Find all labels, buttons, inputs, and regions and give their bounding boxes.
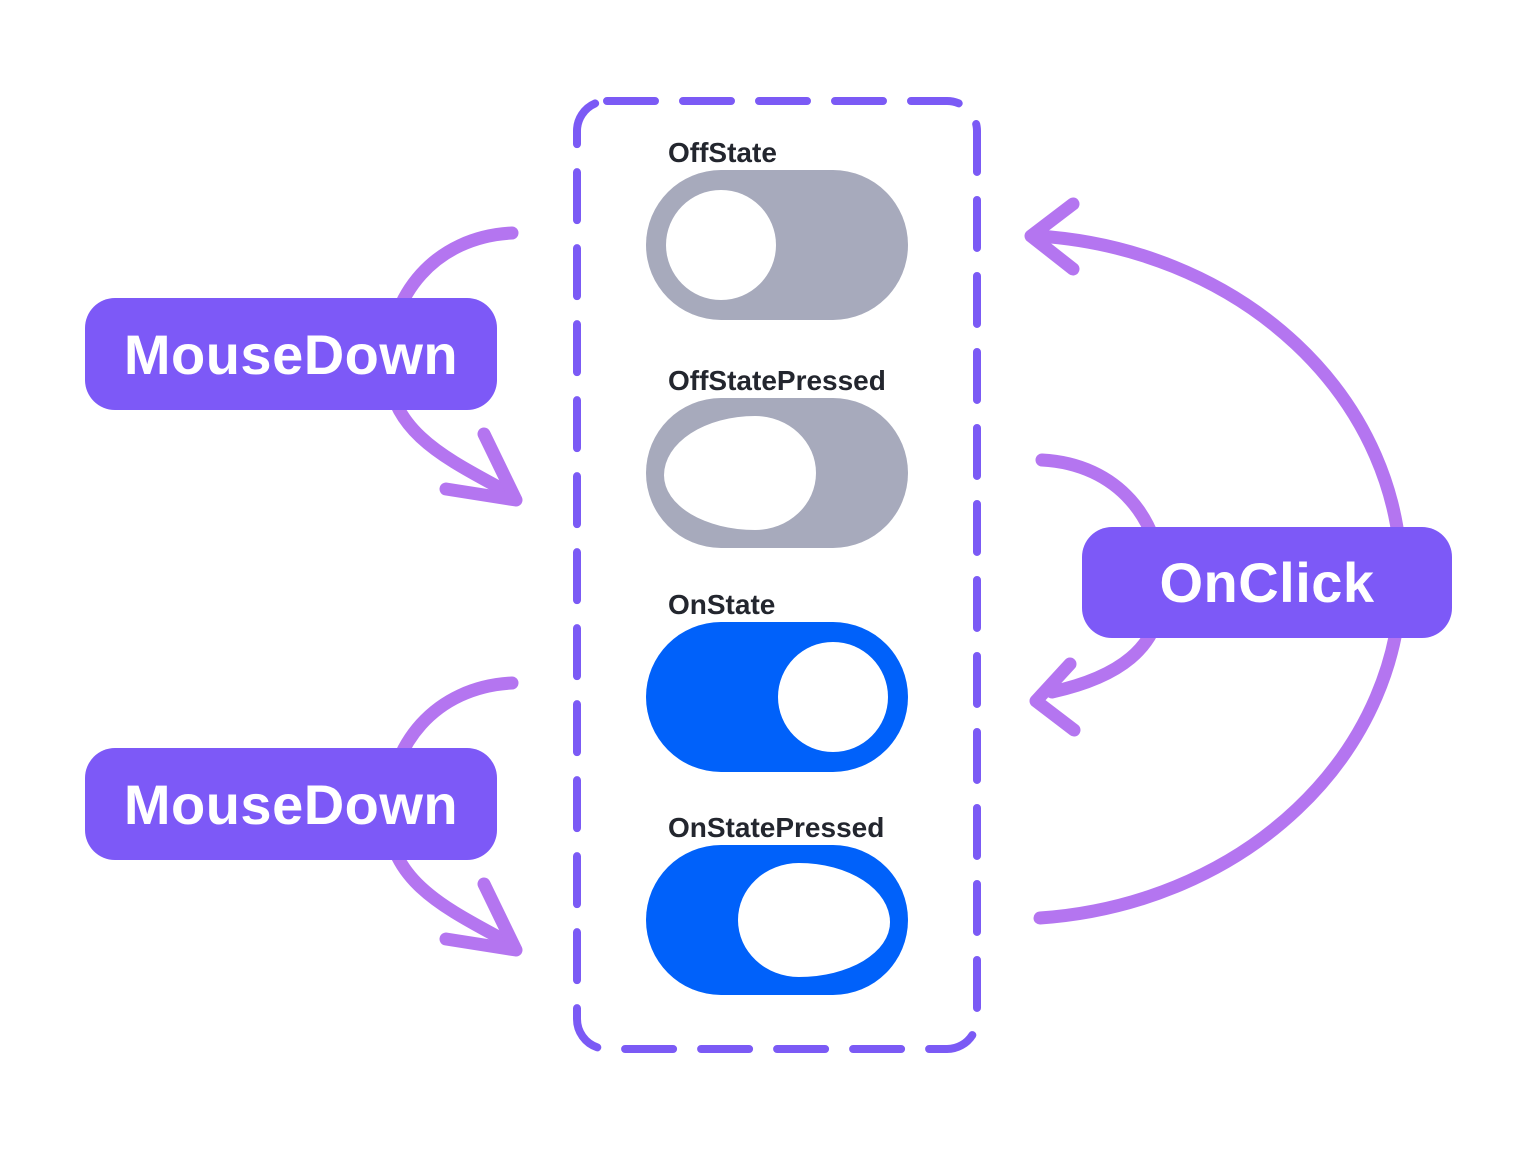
arrowhead-icon bbox=[439, 427, 523, 507]
state-offstatepressed: OffStatePressed bbox=[646, 364, 908, 548]
toggle-knob bbox=[666, 190, 776, 300]
state-label: OffStatePressed bbox=[668, 365, 886, 396]
state-onstate: OnState bbox=[646, 588, 908, 772]
arrowhead-icon bbox=[1024, 197, 1080, 276]
event-label-mousedown-top: MouseDown bbox=[85, 298, 497, 410]
state-label: OffState bbox=[668, 137, 777, 168]
event-label-text: MouseDown bbox=[123, 322, 459, 386]
arrowhead-icon bbox=[1029, 657, 1081, 737]
toggle-onstate[interactable] bbox=[646, 622, 908, 772]
states-group-dashed-border bbox=[573, 97, 981, 1053]
event-label-text: MouseDown bbox=[123, 772, 459, 836]
state-label: OnState bbox=[668, 589, 776, 620]
toggle-onstatepressed[interactable] bbox=[646, 845, 908, 995]
toggle-knob bbox=[778, 642, 888, 752]
toggle-knob-pressed bbox=[664, 416, 816, 530]
event-label-onclick: OnClick bbox=[1082, 527, 1452, 638]
toggle-knob-pressed bbox=[738, 863, 890, 977]
state-offstate: OffState bbox=[646, 136, 908, 320]
arrowhead-icon bbox=[439, 877, 523, 957]
event-label-text: OnClick bbox=[1159, 551, 1375, 614]
state-onstatepressed: OnStatePressed bbox=[646, 811, 908, 995]
event-label-mousedown-bottom: MouseDown bbox=[85, 748, 497, 860]
state-label: OnStatePressed bbox=[668, 812, 885, 843]
toggle-offstatepressed[interactable] bbox=[646, 398, 908, 548]
toggle-offstate[interactable] bbox=[646, 170, 908, 320]
